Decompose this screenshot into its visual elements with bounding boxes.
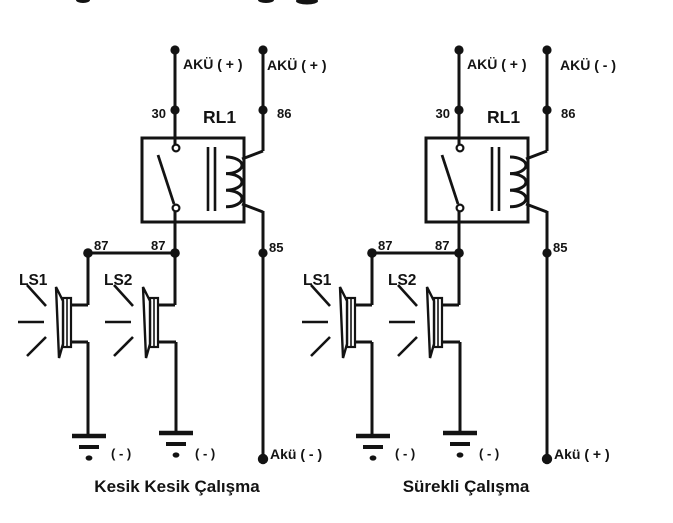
ground-2-label: ( - ) [479,446,499,461]
ground-1-label: ( - ) [395,446,415,461]
battery-bottom-label: Akü ( + ) [554,446,610,462]
circuit-caption: Sürekli Çalışma [403,477,530,496]
battery-negative-label: AKÜ ( - ) [560,57,616,73]
terminal-85-label: 85 [269,240,283,255]
battery-positive-label-2: AKÜ ( + ) [267,57,327,73]
terminal-87-left-label: 87 [94,238,108,253]
speaker-2-label: LS2 [104,272,132,289]
circuit-caption: Kesik Kesik Çalışma [94,477,260,496]
terminal-86-label: 86 [561,106,575,121]
relay-label: RL1 [487,107,520,127]
circuit-surekli-calisma: AKÜ ( + ) AKÜ ( - ) 30 RL1 86 87 87 85 L… [302,45,616,496]
speaker-1-label: LS1 [19,272,48,289]
speaker-1-label: LS1 [303,272,332,289]
terminal-30-label: 30 [436,106,450,121]
terminal-85-label: 85 [553,240,567,255]
ground-1-label: ( - ) [111,446,131,461]
circuit-kesik-kesik-calisma: AKÜ ( + ) AKÜ ( + ) 30 RL1 86 87 87 85 L… [18,45,327,496]
terminal-87-right-label: 87 [151,238,165,253]
title-fragment [76,0,90,3]
relay-label: RL1 [203,107,236,127]
terminal-30-label: 30 [152,106,166,121]
title-fragment [296,0,318,5]
speaker-2-label: LS2 [388,272,416,289]
ground-2-label: ( - ) [195,446,215,461]
battery-bottom-label: Akü ( - ) [270,446,322,462]
terminal-87-left-label: 87 [378,238,392,253]
battery-positive-label: AKÜ ( + ) [467,56,527,72]
terminal-87-right-label: 87 [435,238,449,253]
cropped-title-fragments [76,0,318,5]
title-fragment [258,0,274,3]
terminal-86-label: 86 [277,106,291,121]
battery-positive-label: AKÜ ( + ) [183,56,243,72]
